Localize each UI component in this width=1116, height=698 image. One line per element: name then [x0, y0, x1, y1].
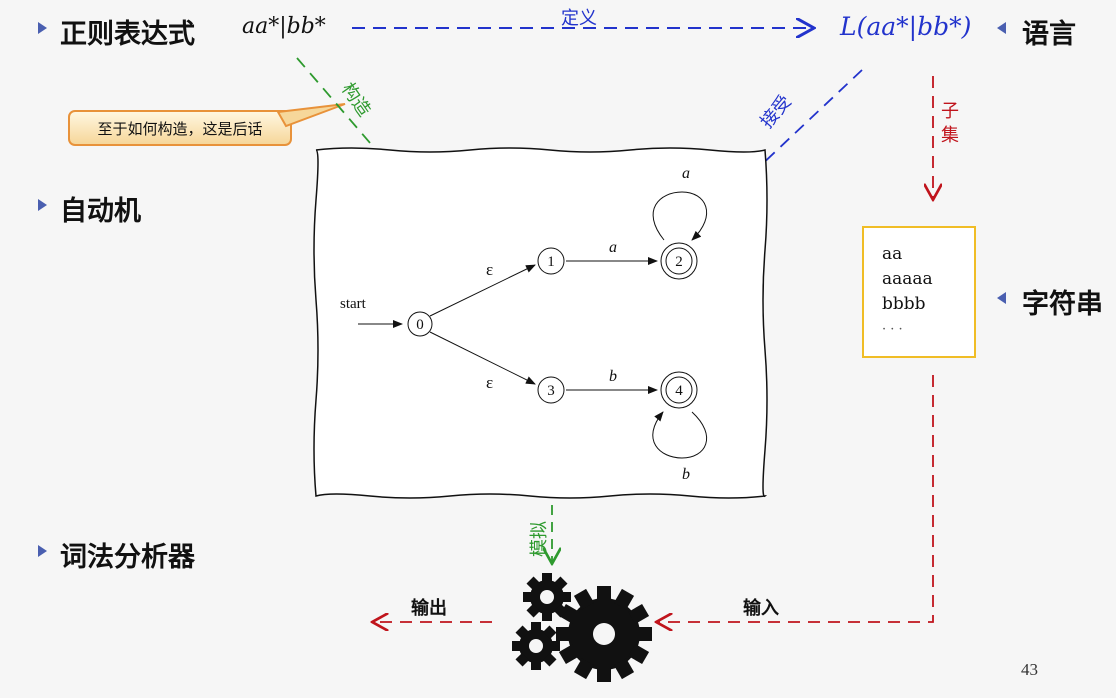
string-item: aaaaa [882, 269, 933, 289]
input-label: 输入 [743, 598, 779, 619]
epsilon-label-up: ε [486, 260, 493, 279]
state-1 [537, 247, 565, 275]
label-a-loop: a [682, 165, 690, 182]
state-3-label: 3 [547, 383, 555, 399]
subset-label: 子集 [941, 101, 959, 146]
strings-heading: 字符串 [1022, 289, 1103, 320]
string-item: · · · [882, 322, 903, 337]
transition-0-1 [429, 264, 536, 317]
state-3 [537, 376, 565, 404]
accept-arrow [740, 69, 863, 185]
automaton-panel [313, 147, 768, 499]
loop-2 [652, 191, 708, 241]
state-4 [665, 376, 693, 404]
state-1-label: 1 [547, 254, 555, 270]
string-item: bbbb [882, 294, 926, 314]
page-number: 43 [1021, 660, 1038, 679]
lexer-heading: 词法分析器 [60, 542, 195, 573]
output-label: 输出 [411, 598, 447, 619]
epsilon-label-down: ε [486, 373, 493, 392]
automaton-heading: 自动机 [60, 196, 141, 227]
regex-expression: aa*|bb* [242, 14, 326, 39]
state-0-label: 0 [416, 317, 424, 333]
string-item: aa [882, 244, 903, 264]
strings-box: aa aaaaa bbbb · · · [862, 226, 976, 358]
define-label: 定义 [561, 8, 597, 29]
language-heading: 语言 [1022, 19, 1076, 50]
strings-bullet-icon [997, 292, 1006, 304]
language-expression: L(aa*|bb*) [840, 12, 972, 41]
language-bullet-icon [997, 22, 1006, 34]
state-2-label: 2 [675, 254, 683, 270]
transition-0-3 [429, 331, 536, 385]
lexer-bullet-icon [38, 545, 47, 557]
construction-callout: 至于如何构造，这是后话 [68, 110, 292, 146]
state-2 [665, 247, 693, 275]
regex-heading: 正则表达式 [60, 19, 195, 50]
callout-pointer [276, 103, 346, 128]
loop-4 [652, 411, 708, 459]
automaton-bullet-icon [38, 199, 47, 211]
label-b-loop: b [682, 466, 690, 483]
regex-bullet-icon [38, 22, 47, 34]
start-label: start [340, 296, 367, 312]
label-a-1-2: a [609, 239, 617, 256]
state-4-label: 4 [675, 383, 683, 399]
input-arrow [658, 375, 934, 622]
label-b-3-4: b [609, 368, 617, 385]
state-0 [407, 311, 433, 337]
gears-icon [512, 573, 652, 682]
